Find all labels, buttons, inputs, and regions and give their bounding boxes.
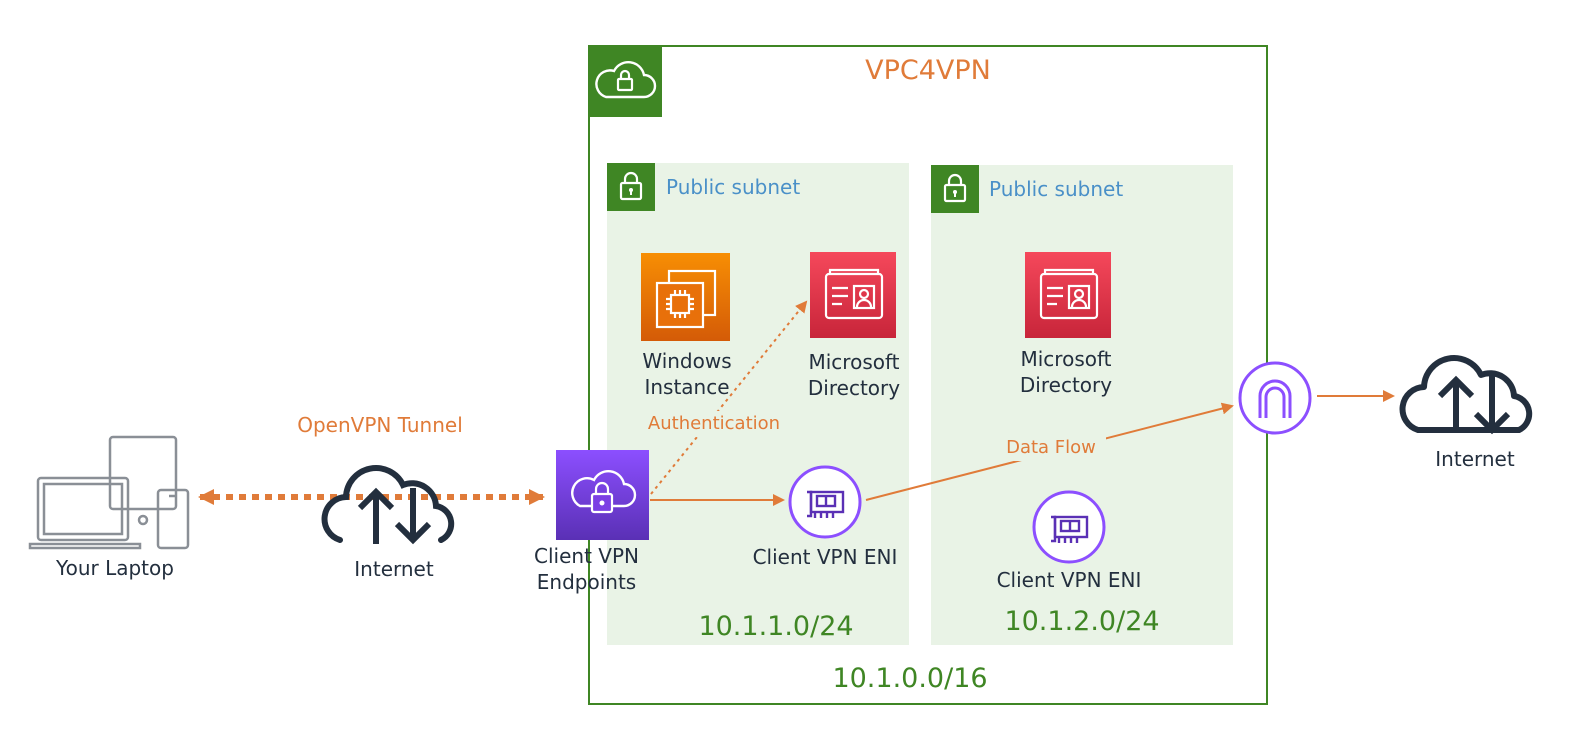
subnet-1-cidr: 10.1.1.0/24 [698, 611, 854, 642]
subnet-1-badge [607, 163, 655, 211]
lock-icon [619, 171, 643, 201]
ms-directory-1-label-2: Directory [807, 376, 901, 400]
subnet-2-cidr: 10.1.2.0/24 [1004, 606, 1160, 637]
windows-instance-label-2: Instance [644, 375, 730, 399]
internet-gateway-icon [1238, 361, 1312, 435]
ms-directory-2-label-1: Microsoft [1020, 347, 1112, 371]
directory-card-icon [1039, 268, 1099, 320]
subnet-2-label: Public subnet [989, 177, 1124, 201]
cloud-updown-icon [321, 465, 455, 545]
laptop-label: Your Laptop [56, 556, 174, 580]
windows-instance [641, 253, 730, 341]
ec2-chip-icon [655, 269, 717, 329]
eni-2-label: Client VPN ENI [996, 568, 1142, 592]
subnet-1 [607, 163, 909, 645]
cloud-lock-icon [595, 60, 657, 99]
client-vpn-icon [571, 469, 637, 514]
client-vpn-endpoint-label-2: Endpoints [536, 570, 637, 594]
ms-directory-2-label-2: Directory [1019, 373, 1113, 397]
subnet-2 [931, 165, 1233, 645]
subnet-2-badge [931, 165, 979, 213]
laptop-devices-icon [28, 435, 190, 550]
internet-left-label: Internet [354, 557, 434, 581]
vpc-cidr: 10.1.0.0/16 [832, 663, 988, 694]
network-interface-icon [788, 465, 862, 539]
auth-label: Authentication [644, 411, 784, 437]
data-flow-label: Data Flow [996, 435, 1106, 461]
ms-directory-1 [810, 252, 896, 338]
ms-directory-2 [1025, 252, 1111, 338]
network-interface-icon [1032, 490, 1106, 564]
directory-card-icon [824, 268, 884, 320]
auth-arrow [650, 300, 808, 495]
ms-directory-1-label-1: Microsoft [808, 350, 900, 374]
cloud-updown-icon [1399, 355, 1533, 435]
vpc-badge [588, 45, 662, 117]
lock-icon [943, 173, 967, 203]
windows-instance-label-1: Windows [642, 349, 732, 373]
tunnel-label: OpenVPN Tunnel [297, 413, 463, 437]
client-vpn-endpoint [556, 450, 649, 540]
subnet-1-label: Public subnet [666, 175, 801, 199]
eni-1-label: Client VPN ENI [752, 545, 898, 569]
internet-right-label: Internet [1435, 447, 1515, 471]
vpc-name: VPC4VPN [865, 55, 991, 86]
client-vpn-endpoint-label-1: Client VPN [534, 544, 639, 568]
